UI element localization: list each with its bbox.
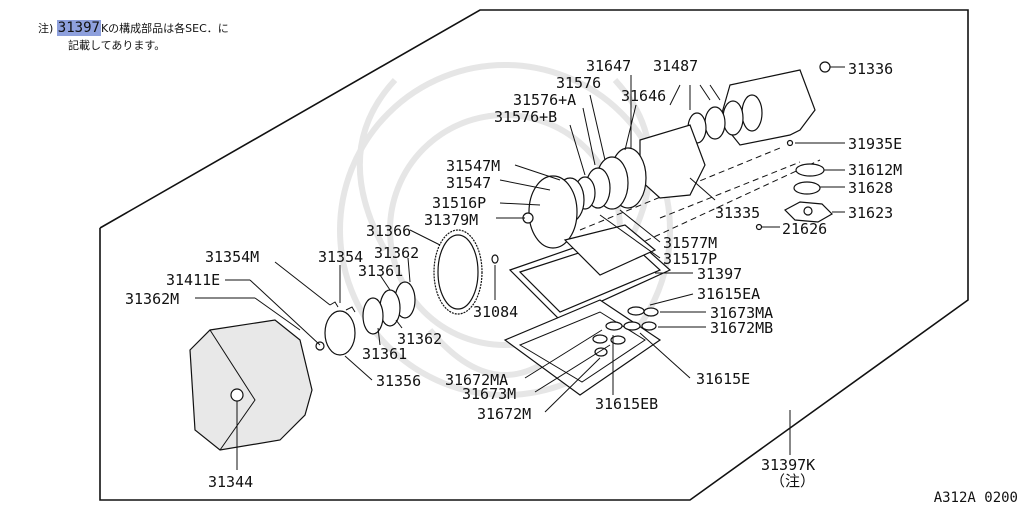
label-31673m: 31673M [462, 385, 516, 403]
label-31672mb: 31672MB [710, 319, 773, 337]
extension-housing [687, 61, 831, 146]
label-31336: 31336 [848, 60, 893, 78]
note-line-1: 注) 31397Kの構成部品は各SEC．に [38, 20, 229, 37]
label-31362m: 31362M [125, 290, 179, 308]
pump-rings [522, 147, 647, 249]
note-line-2: 記載してあります。 [68, 39, 166, 52]
label-31612m: 31612M [848, 161, 902, 179]
label-31354m: 31354M [205, 248, 259, 266]
label-31362-bottom: 31362 [397, 330, 442, 348]
label-31344: 31344 [208, 473, 253, 491]
label-31516p: 31516P [432, 194, 486, 212]
label-31356: 31356 [376, 372, 421, 390]
label-31397k-note: （注） [770, 472, 815, 490]
oil-pan-assembly [503, 224, 672, 396]
label-31935e: 31935E [848, 135, 902, 153]
label-31361-bottom: 31361 [362, 345, 407, 363]
small-rings-group [315, 281, 416, 356]
label-31646: 31646 [621, 87, 666, 105]
label-31517p: 31517P [663, 250, 717, 268]
label-31576-a: 31576+A [513, 91, 576, 109]
header-note: 注) 31397Kの構成部品は各SEC．に 記載してあります。 [38, 20, 229, 54]
drawing-code: A312A 0200 [933, 490, 1018, 506]
part-labels: 31336 31487 31647 31576 31646 31576+A 31… [125, 57, 902, 491]
label-31397k: 31397K [761, 456, 815, 474]
label-31411e: 31411E [166, 271, 220, 289]
label-31628: 31628 [848, 179, 893, 197]
note-line-1-text: Kの構成部品は各SEC．に [100, 22, 229, 35]
label-31354: 31354 [318, 248, 363, 266]
pan-small-parts [491, 254, 659, 357]
bell-housing [189, 319, 313, 451]
label-31576-b: 31576+B [494, 108, 557, 126]
label-31487: 31487 [653, 57, 698, 75]
label-31615e: 31615E [696, 370, 750, 388]
label-31577m: 31577M [663, 234, 717, 252]
label-31673ma: 31673MA [710, 304, 773, 322]
seal-31366 [433, 229, 483, 315]
label-31362-top: 31362 [374, 244, 419, 262]
label-31335: 31335 [715, 204, 760, 222]
right-seals [755, 139, 833, 231]
label-31397: 31397 [697, 265, 742, 283]
label-31379m: 31379M [424, 211, 478, 229]
label-21626: 21626 [782, 220, 827, 238]
label-31672m: 31672M [477, 405, 531, 423]
label-31576: 31576 [556, 74, 601, 92]
note-prefix: 注) [38, 22, 54, 35]
highlighted-part-number[interactable]: 31397 [56, 20, 101, 36]
label-31615ea: 31615EA [697, 285, 760, 303]
label-31623: 31623 [848, 204, 893, 222]
label-31647: 31647 [586, 57, 631, 75]
kit-border [99, 9, 969, 501]
label-31672ma: 31672MA [445, 371, 508, 389]
label-31366: 31366 [366, 222, 411, 240]
label-31615eb: 31615EB [595, 395, 658, 413]
label-31084: 31084 [473, 303, 518, 321]
leader-lines [195, 66, 845, 470]
label-31547: 31547 [446, 174, 491, 192]
label-31361-top: 31361 [358, 262, 403, 280]
label-31547m: 31547M [446, 157, 500, 175]
